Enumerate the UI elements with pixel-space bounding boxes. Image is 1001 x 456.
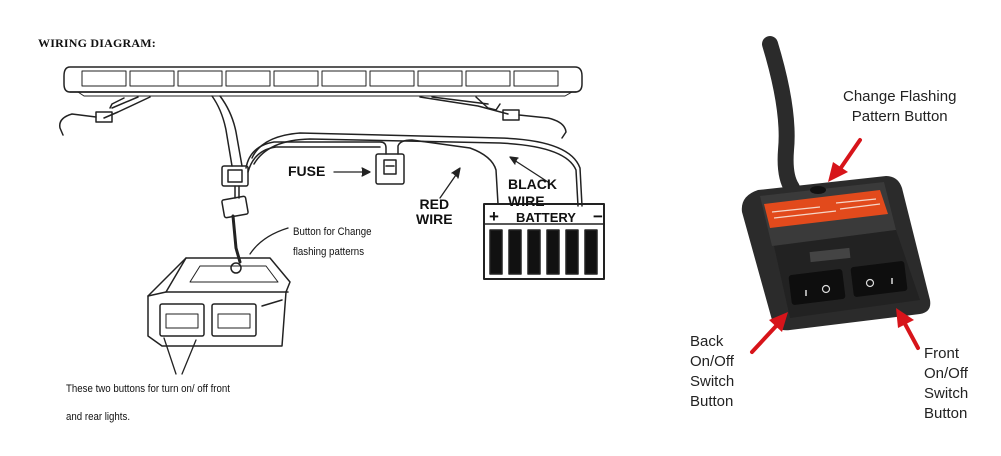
- back-switch-label: Back On/Off Switch Button: [690, 333, 735, 410]
- light-bar-segments: [81, 70, 559, 87]
- main-cable: [211, 95, 243, 167]
- light-bar: [63, 66, 583, 97]
- battery: [483, 203, 605, 280]
- change-pattern-label: Change Flashing Pattern Button: [843, 88, 957, 125]
- wires: [245, 132, 583, 207]
- front-switch-label: Front On/Off Switch Button: [924, 345, 969, 422]
- red-arrows: [750, 138, 920, 354]
- controller-sketch: [147, 257, 291, 347]
- battery-label: + BATTERY −: [489, 207, 603, 227]
- fuse-label: FUSE: [288, 163, 326, 179]
- battery-minus: −: [593, 207, 603, 226]
- mounting-brackets: [59, 96, 567, 139]
- connector: [221, 165, 249, 264]
- red-wire-label: RED WIRE: [416, 196, 453, 227]
- controller-photo: [741, 36, 931, 331]
- battery-text: BATTERY: [516, 209, 576, 225]
- black-wire-label: BLACK WIRE: [508, 176, 557, 209]
- battery-plus: +: [489, 207, 499, 226]
- button-change-note: Button for Change flashing patterns: [293, 226, 372, 258]
- diagram-title: WIRING DIAGRAM:: [38, 36, 156, 50]
- two-buttons-note: These two buttons for turn on/ off front…: [66, 383, 230, 423]
- fuse: [375, 153, 405, 185]
